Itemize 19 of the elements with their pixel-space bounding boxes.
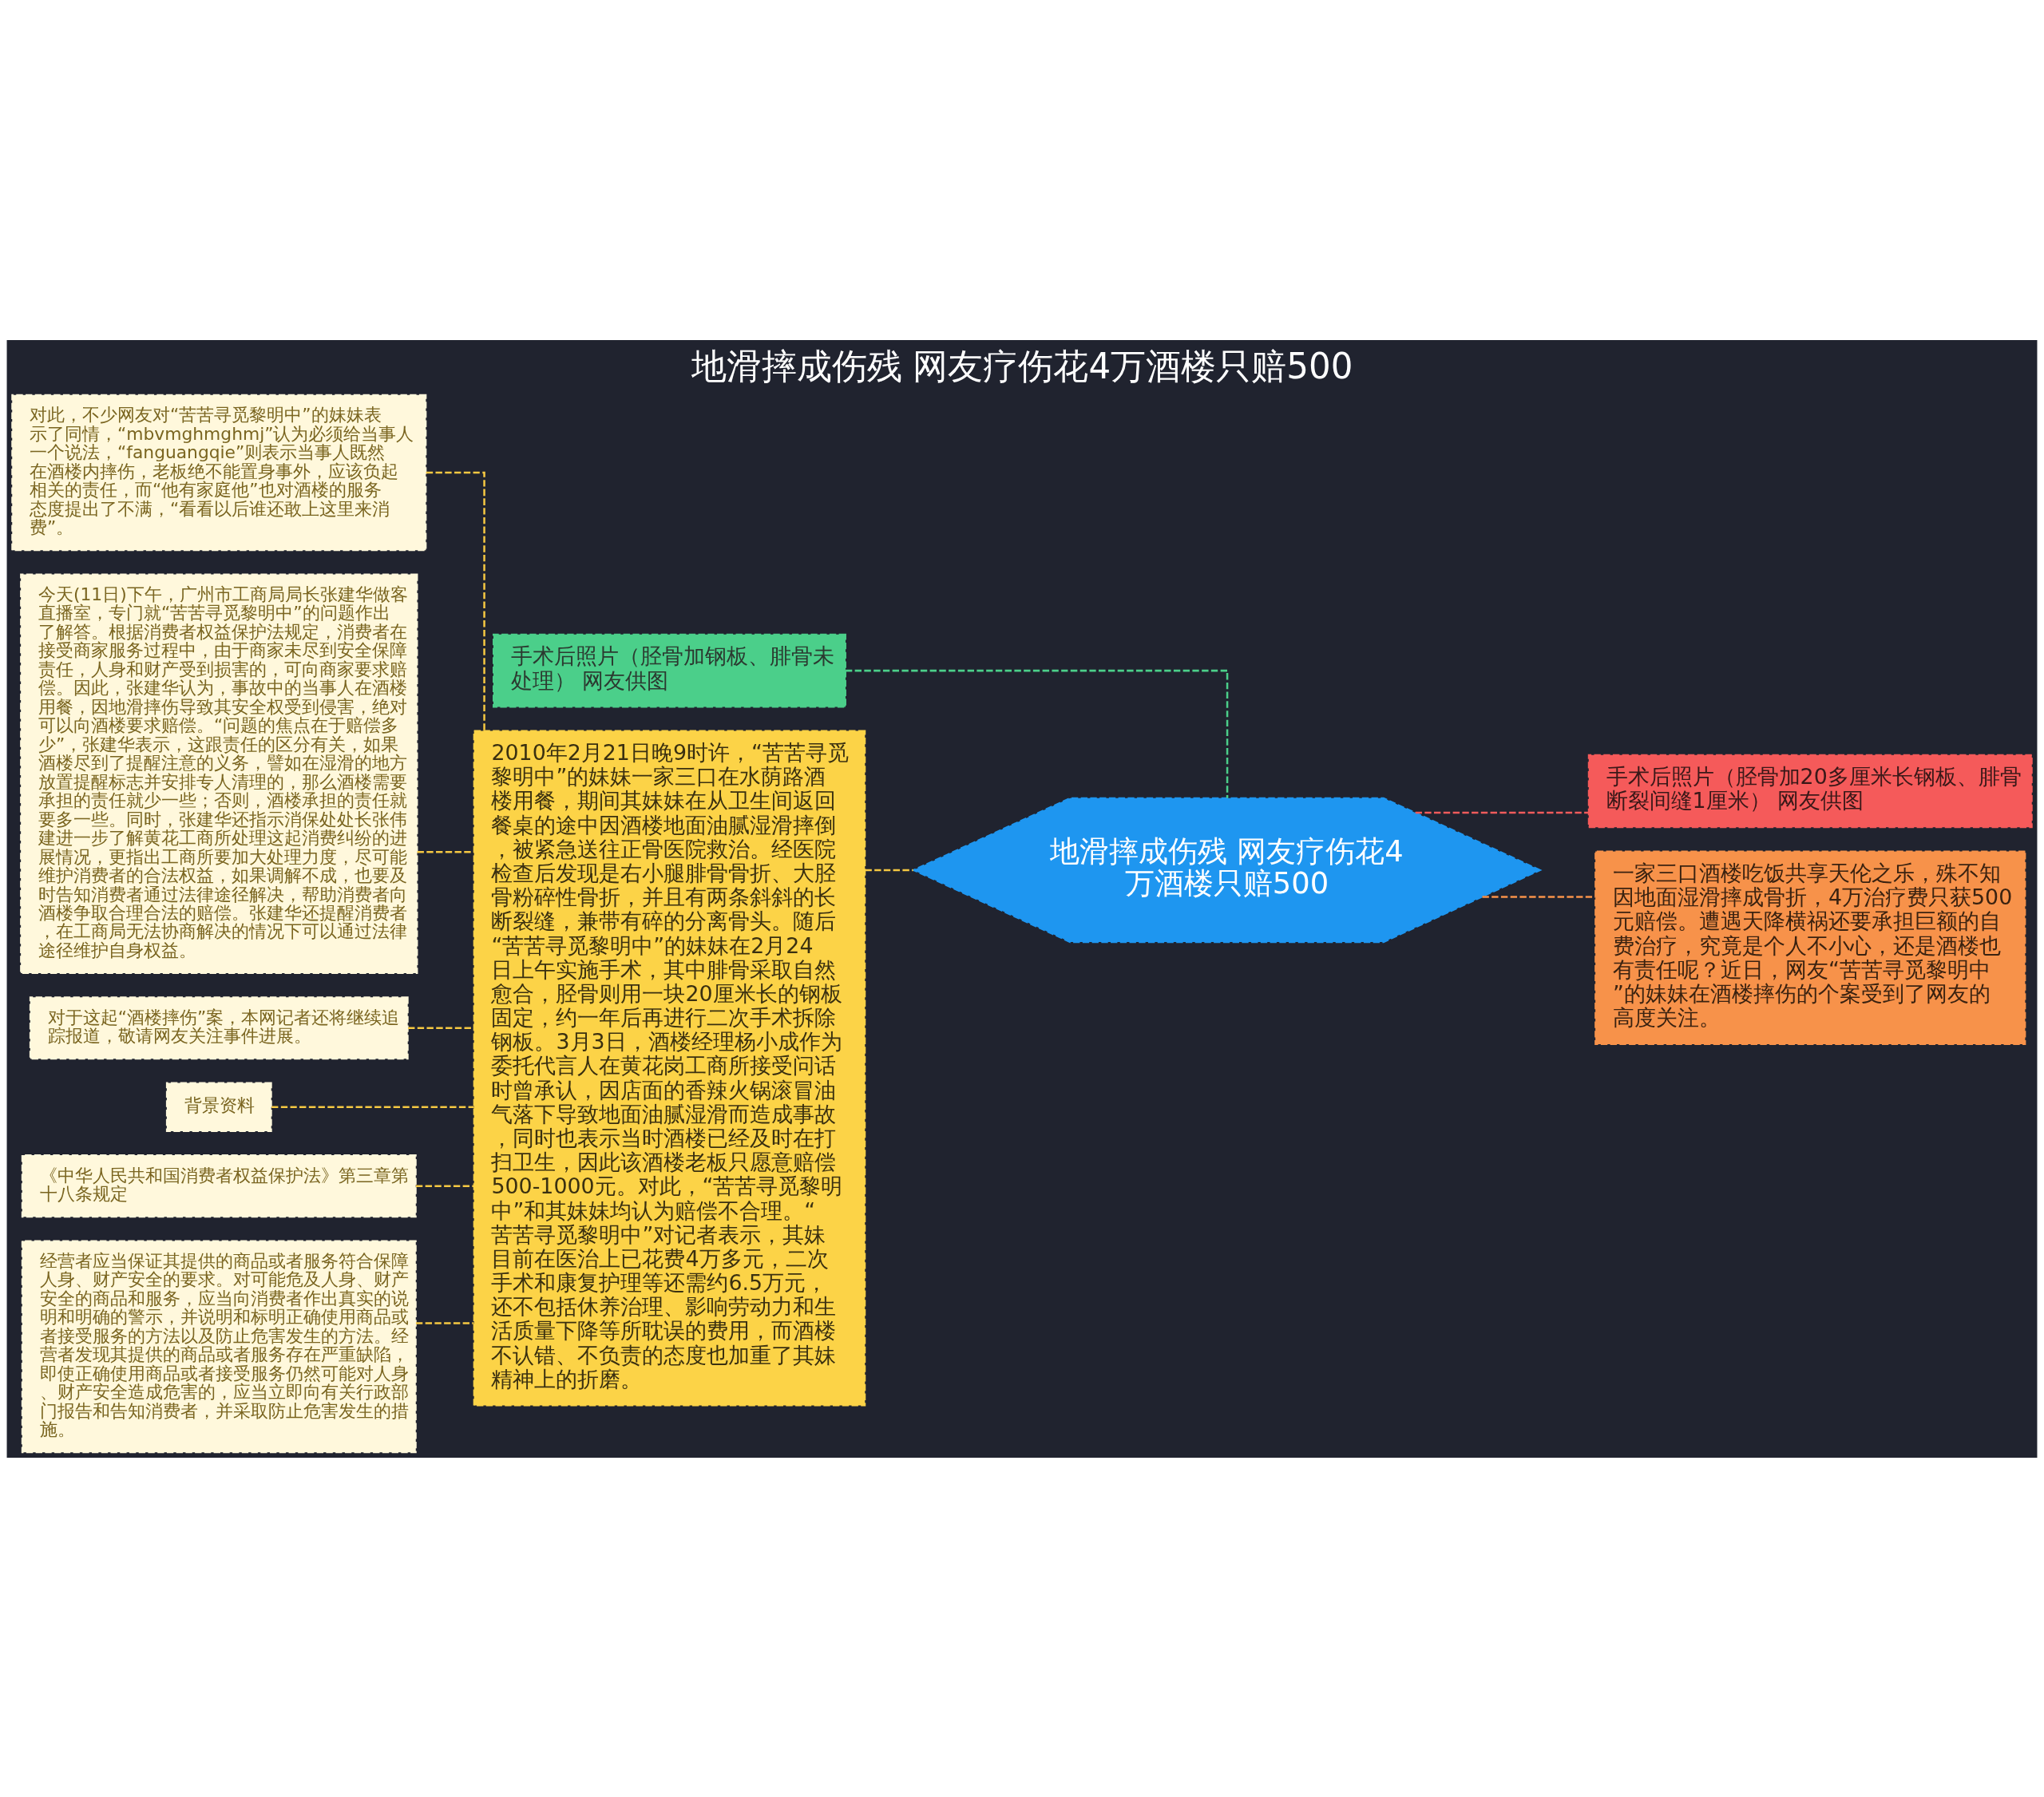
node-box: 手术后照片（胫骨加钢板、腓骨未处理） 网友供图 <box>493 633 846 707</box>
connector <box>1482 895 1595 898</box>
diagram-title: 地滑摔成伤残 网友疗伤花4万酒楼只赔500 <box>691 346 1353 386</box>
node-box: 手术后照片（胫骨加20多厘米长钢板、腓骨断裂间缝1厘米） 网友供图 <box>1587 754 2033 828</box>
connector <box>426 471 485 730</box>
node-box: 《中华人民共和国消费者权益保护法》第三章第十八条规定 <box>21 1154 417 1217</box>
connector <box>415 1321 474 1324</box>
node-box: 2010年2月21日晚9时许，“苦苦寻觅黎明中”的妹妹一家三口在水荫路酒楼用餐，期间其妹妹在从卫生间返回餐桌的途中因酒楼地面油腻湿滑摔倒，被紧急送往正骨医院救治。经医院检查后发现是右小腿腓骨骨折、大胫骨粉碎性骨折，并且有两条斜斜的长断裂缝，兼带有碎的分离骨头。随后“苦苦寻觅黎明中”的妹妹在2月24日上午实施手术，其中腓骨采取自然愈合，胫骨则用一块20厘米长的钢板固定，约一年后再进行二次手术拆除钢板。3月3日，酒楼经理杨小成作为委托代言人在黄花岗工商所接受问话时曾承认，因店面的香辣火锅滚冒油气落下导致地面油腻湿滑而造成事故，同时也表示当时酒楼已经及时在打扫卫生，因此该酒楼老板只愿意赔偿500-1000元。对此，“苦苦寻觅黎明中”和其妹妹均认为赔偿不合理。“苦苦寻觅黎明中”对记者表示，其妹目前在医治上已花费4万多元，二次手术和康复护理等还需约6.5万元，还不包括休养治理、影响劳动力和生活质量下降等所耽误的费用，而酒楼不认错、不负责的态度也加重了其妹精神上的折磨。 <box>473 730 866 1407</box>
node-box: 经营者应当保证其提供的商品或者服务符合保障人身、财产安全的要求。对可能危及人身、财产安全的商品和服务，应当向消费者作出真实的说明和明确的警示，并说明和标明正确使用商品或者接受服务的方法以及防止危害发生的方法。经营者发现其提供的商品或者服务存在严重缺陷，即使正确使用商品或者接受服务仍然可能对人身、财产安全造成危害的，应当立即向有关行政部门报告和告知消费者，并采取防止危害发生的措施。 <box>21 1239 417 1453</box>
node-box: 背景资料 <box>165 1082 272 1132</box>
node-box: 今天(11日)下午，广州市工商局局长张建华做客直播室，专门就“苦苦寻觅黎明中”的问题作出了解答。根据消费者权益保护法规定，消费者在接受商家服务过程中，由于商家未尽到安全保障责任，人身和财产受到损害的，可向商家要求赔偿。因此，张建华认为，事故中的当事人在酒楼用餐，因地滑摔伤导致其安全权受到侵害，绝对可以向酒楼要求赔偿。“问题的焦点在于赔偿多少”，张建华表示，这跟责任的区分有关，如果酒楼尽到了提醒注意的义务，譬如在湿滑的地方放置提醒标志并安排专人清理的，那么酒楼需要承担的责任就少一些；否则，酒楼承担的责任就要多一些。同时，张建华还指示消保处处长张伟建进一步了解黄花工商所处理这起消费纠纷的进展情况，更指出工商所要加大处理力度，尽可能维护消费者的合法权益，如果调解不成，也要及时告知消费者通过法律途径解决，帮助消费者向酒楼争取合理合法的赔偿。张建华还提醒消费者，在工商局无法协商解决的情况下可以通过法律途径维护自身权益。 <box>20 572 418 974</box>
connector <box>1415 811 1589 813</box>
connector <box>846 669 1229 798</box>
node-box: 一家三口酒楼吃饭共享天伦之乐，殊不知因地面湿滑摔成骨折，4万治疗费只获500元赔偿。遭遇天降横祸还要承担巨额的自费治疗，究竟是个人不小心，还是酒楼也有责任呢？近日，网友“苦苦寻觅黎明中”的妹妹在酒楼摔伤的个案受到了网友的高度关注。 <box>1594 849 2026 1045</box>
node-box: 对于这起“酒楼摔伤”案，本网记者还将继续追踪报道，敬请网友关注事件进展。 <box>29 995 409 1059</box>
connector <box>415 1184 474 1187</box>
connector <box>865 869 913 871</box>
connector <box>271 1105 474 1108</box>
node-box: 对此，不少网友对“苦苦寻觅黎明中”的妹妹表示了同情，“mbvmghmghmj”认为必须给当事人一个说法，“fanguangqie”则表示当事人既然在酒楼内摔伤，老板绝不能置身事外，应该负起相关的责任，而“他有家庭他”也对酒楼的服务态度提出了不满，“看看以后谁还敢上这里来消费”。 <box>11 394 427 551</box>
